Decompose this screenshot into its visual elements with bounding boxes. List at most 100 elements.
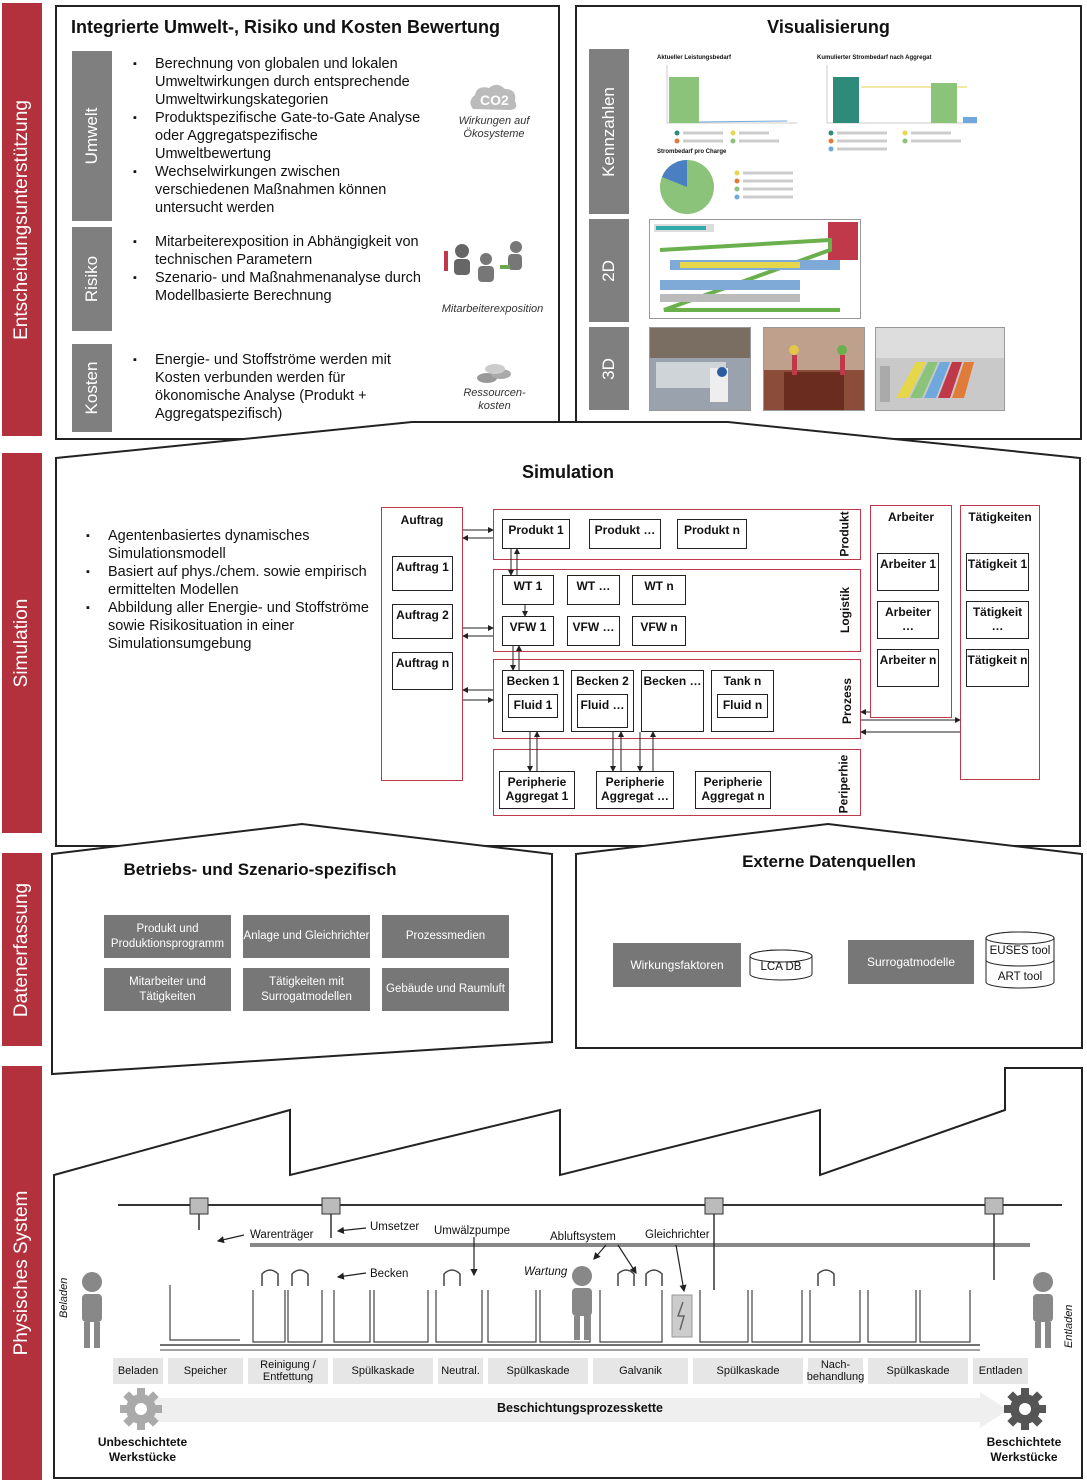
wt-item: WT 1: [502, 575, 554, 605]
umwelt-icon-caption: Wirkungen auf Ökosysteme: [458, 115, 530, 140]
surrogatmodelle-button[interactable]: Surrogatmodelle: [848, 940, 974, 984]
stage-spuelkaskade: Spülkaskade: [868, 1358, 968, 1384]
taetigkeiten-title: Tätigkeiten: [968, 510, 1032, 524]
sidebar-datenerfassung-label: Datenerfassung: [11, 882, 32, 1017]
auftrag-item: Auftrag n: [392, 652, 453, 690]
render-3d-2: [763, 327, 865, 411]
extern-house-outline: [575, 822, 1083, 1049]
visualisierung-panel: Visualisierung Kennzahlen 2D 3D Aktuelle…: [575, 5, 1082, 440]
workers-icon: [442, 239, 522, 289]
simulation-title: Simulation: [521, 462, 614, 482]
risiko-icon-caption: Mitarbeiterexposition: [441, 303, 544, 315]
label-warentraeger: Warenträger: [250, 1229, 314, 1241]
list-item: Wechselwirkungen zwischen verschiedenen …: [127, 163, 427, 217]
data-prozessmedien-button[interactable]: Prozessmedien: [382, 915, 509, 958]
taetigkeiten-group: [960, 505, 1040, 780]
fluid-n: Fluid n: [717, 694, 768, 718]
stage-speicher: Speicher: [168, 1358, 243, 1384]
wirkungsfaktoren-button[interactable]: Wirkungsfaktoren: [613, 943, 741, 987]
tab-2d[interactable]: 2D: [589, 219, 629, 322]
produkt-label: Produkt: [837, 511, 852, 557]
data-anlage-button[interactable]: Anlage und Gleichrichter: [243, 915, 370, 958]
category-risiko-label: Risiko: [82, 255, 101, 303]
gear-icon: [1004, 1388, 1046, 1430]
arbeiter-item: Arbeiter 1: [877, 553, 939, 591]
stage-nachbehandlung: Nach-behandlung: [806, 1358, 865, 1384]
label-beladen-side: Beladen: [58, 1277, 70, 1318]
label-gleichrichter: Gleichrichter: [645, 1229, 710, 1241]
arbeiter-title: Arbeiter: [887, 510, 934, 524]
list-item: Berechnung von globalen und lokalen Umwe…: [127, 55, 427, 109]
label-umwaelzpumpe: Umwälzpumpe: [434, 1225, 511, 1237]
taetigkeit-item: Tätigkeit 1: [966, 553, 1029, 591]
data-taetigkeiten-button[interactable]: Tätigkeiten mit Surrogatmodellen: [243, 968, 370, 1011]
plant-drawing: [82, 1197, 1062, 1351]
peripherie-item: Peripherie Aggregat n: [695, 771, 771, 809]
bewertung-title: Integrierte Umwelt-, Risiko und Kosten B…: [71, 17, 501, 37]
chart1-plot: [657, 65, 797, 125]
stage-spuelkaskade: Spülkaskade: [488, 1358, 588, 1384]
sidebar-simulation: Simulation: [2, 453, 42, 833]
tab-kennzahlen-label: Kennzahlen: [599, 86, 618, 177]
tab-2d-label: 2D: [599, 259, 618, 282]
peripherie-item: Peripherie Aggregat 1: [499, 771, 575, 809]
logistik-group: [493, 569, 861, 652]
list-item: Szenario- und Maßnahmenanalyse durch Mod…: [127, 269, 427, 305]
risiko-bullets: Mitarbeiterexposition in Abhängigkeit vo…: [127, 233, 427, 305]
category-kosten: Kosten: [72, 344, 112, 432]
chart1-title: Aktueller Leistungsbedarf: [657, 55, 732, 61]
category-kosten-label: Kosten: [82, 361, 101, 415]
kosten-icon-caption: Ressourcen-kosten: [463, 387, 526, 412]
fluid-1: Fluid 1: [508, 694, 558, 718]
becken-2-label: Becken 2: [576, 674, 629, 688]
category-umwelt: Umwelt: [72, 51, 112, 221]
peripherie-group: [493, 749, 861, 816]
art-tool-label: ART tool: [997, 971, 1043, 983]
produkt-item: Produkt 1: [502, 519, 570, 549]
list-item: Abbildung aller Energie- und Stoffströme…: [80, 599, 370, 653]
bewertung-panel: Integrierte Umwelt-, Risiko und Kosten B…: [55, 5, 560, 440]
simulation-bullets: Agentenbasiertes dynamisches Simulations…: [80, 527, 370, 653]
taetigkeit-item: Tätigkeit n: [966, 649, 1029, 687]
sidebar-entscheidung: Entscheidungsunterstützung: [2, 3, 42, 436]
list-item: Mitarbeiterexposition in Abhängigkeit vo…: [127, 233, 427, 269]
tab-3d[interactable]: 3D: [589, 327, 629, 410]
render-3d-1: [649, 327, 751, 411]
taetigkeit-item: Tätigkeit …: [966, 601, 1029, 639]
tab-kennzahlen[interactable]: Kennzahlen: [589, 49, 629, 214]
label-becken: Becken: [370, 1268, 409, 1280]
list-item: Produktspezifische Gate-to-Gate Analyse …: [127, 109, 427, 163]
tab-3d-label: 3D: [599, 357, 618, 380]
auftrag-item: Auftrag 1: [392, 556, 453, 591]
arbeiter-item: Arbeiter n: [877, 649, 939, 687]
wt-item: WT n: [632, 575, 686, 605]
auftrag-group: [381, 507, 463, 781]
list-item: Energie- und Stoffströme werden mit Kost…: [127, 351, 397, 423]
stage-beladen: Beladen: [113, 1358, 163, 1384]
category-risiko: Risiko: [72, 227, 112, 331]
prozess-label: Prozess: [840, 677, 855, 725]
betrieb-title: Betriebs- und Szenario-spezifisch: [123, 860, 397, 879]
sidebar-entscheidung-label: Entscheidungsunterstützung: [11, 99, 32, 340]
data-mitarbeiter-button[interactable]: Mitarbeiter und Tätigkeiten: [104, 968, 231, 1011]
list-item: Basiert auf phys./chem. sowie empirisch …: [80, 563, 370, 599]
co2-icon: CO2: [467, 83, 519, 113]
chart2-legend: [827, 129, 967, 153]
stage-spuelkaskade: Spülkaskade: [693, 1358, 803, 1384]
co2-text: CO2: [480, 92, 509, 108]
process-chain-arrow: [150, 1392, 1008, 1428]
vfw-item: VFW …: [567, 616, 620, 646]
label-umsetzer: Umsetzer: [370, 1221, 420, 1233]
chart3-pie: [657, 159, 817, 215]
beschichtete-werkstuecke: Beschichtete Werkstücke: [986, 1435, 1062, 1464]
plant-2d-view: [649, 219, 861, 319]
label-wartung: Wartung: [524, 1266, 568, 1278]
data-gebaeude-button[interactable]: Gebäude und Raumluft: [382, 968, 509, 1011]
sidebar-datenerfassung: Datenerfassung: [2, 853, 42, 1046]
lca-db-icon: [749, 949, 813, 981]
chart1-legend: [673, 129, 803, 147]
stage-entladen: Entladen: [973, 1358, 1028, 1384]
label-abluftsystem: Abluftsystem: [550, 1231, 616, 1243]
stage-reinigung: Reinigung / Entfettung: [248, 1358, 328, 1384]
data-produkt-button[interactable]: Produkt und Produktionsprogramm: [104, 915, 231, 958]
